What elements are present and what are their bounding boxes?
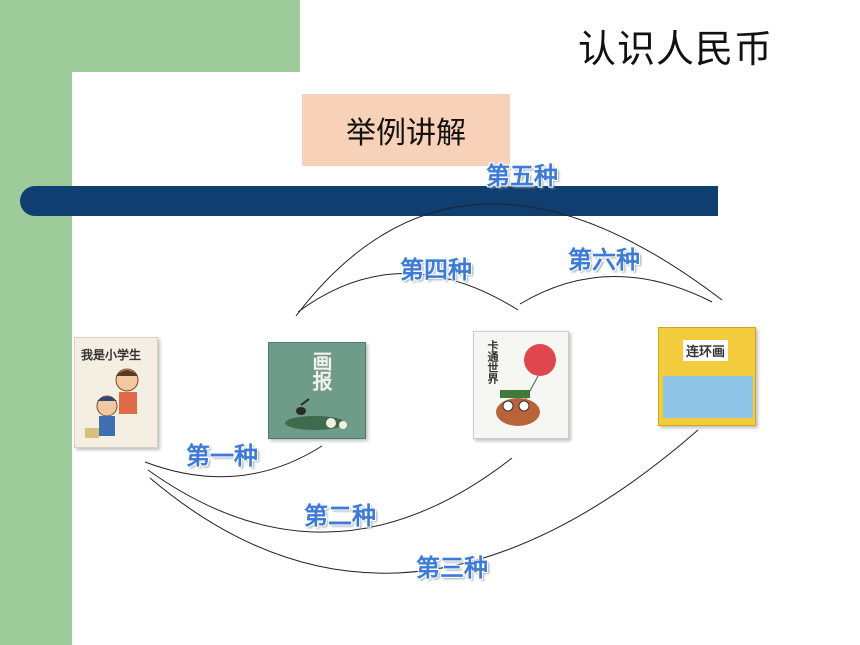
book-lianhuanhua: 连环画 (658, 327, 756, 426)
arc-sixth (519, 276, 713, 305)
section-label-text: 举例讲解 (346, 116, 466, 151)
arc-fourth (297, 273, 519, 313)
content-panel-corner (72, 72, 192, 192)
arc-second (147, 457, 513, 533)
comic-cover-illustration-icon (663, 376, 753, 418)
balloon-cartoon-illustration-icon (496, 344, 556, 426)
label-third: 第三种 (416, 554, 488, 582)
book-katong-shijie: 卡通世界 (473, 331, 569, 439)
bird-on-leaf-illustration-icon (285, 398, 347, 430)
book-huabao: 画报 (268, 342, 366, 439)
book-title: 卡通世界 (486, 340, 499, 384)
label-sixth: 第六种 (568, 246, 640, 274)
arc-third (149, 429, 699, 574)
children-illustration-icon (85, 368, 139, 438)
book-wo-shi-xiaoxuesheng: 我是小学生 (74, 337, 158, 448)
arc-fifth (295, 203, 723, 317)
top-green-band (0, 0, 300, 72)
book-title: 画报 (309, 351, 333, 391)
label-first: 第一种 (186, 442, 258, 470)
label-fourth: 第四种 (400, 256, 472, 284)
section-label: 举例讲解 (302, 94, 510, 166)
label-fifth: 第五种 (486, 162, 558, 190)
left-green-strip (0, 0, 72, 645)
label-second: 第二种 (304, 502, 376, 530)
book-title: 连环画 (683, 340, 729, 361)
divider-bar (20, 186, 718, 216)
arc-first (144, 445, 323, 478)
page-title: 认识人民币 (578, 27, 774, 71)
book-title: 我是小学生 (81, 348, 142, 362)
